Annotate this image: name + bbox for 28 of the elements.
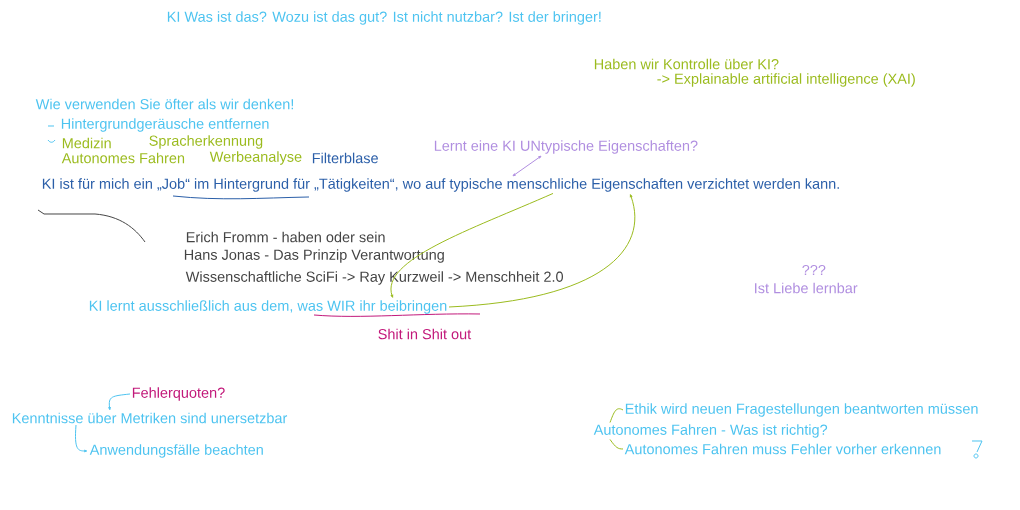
- note-text: Autonomes Fahren: [61, 152, 185, 164]
- note-text: Anwendungsfälle beachten: [89, 444, 263, 458]
- note-text: ???: [802, 264, 826, 276]
- note-text: Spracherkennung: [149, 135, 263, 149]
- note-text: Werbeanalyse: [209, 151, 302, 165]
- note-text: Wie verwenden Sie öfter als wir denken!: [35, 98, 294, 110]
- note-text: KI lernt ausschließlich aus dem, was WIR ihr beibringen: [89, 300, 447, 314]
- note-text: Shit in Shit out: [378, 328, 472, 340]
- note-text: Fehlerquoten?: [132, 387, 225, 401]
- note-text: -> Explainable artificial intelligence (XAI): [657, 73, 915, 87]
- title: KI Was ist das? Wozu ist das gut? Ist nicht nutzbar? Ist der bringer!: [167, 11, 601, 25]
- note-text: Erich Fromm - haben oder sein: [186, 231, 385, 243]
- note-text: Autonomes Fahren muss Fehler vorher erkennen: [624, 443, 941, 455]
- note-text: Ethik wird neuen Fragestellungen beantworten müssen: [625, 403, 978, 417]
- note-text: Haben wir Kontrolle über KI?: [594, 58, 779, 70]
- note-text: Lernt eine KI UNtypische Eigenschaften?: [434, 140, 698, 154]
- note-text: Medizin: [62, 137, 111, 149]
- note-text: Kenntnisse über Metriken sind unersetzbar: [12, 412, 288, 424]
- arrow: [512, 155, 542, 177]
- note-text: Hintergrundgeräusche entfernen: [61, 118, 269, 132]
- note-text: Filterblase: [312, 152, 378, 164]
- note-text: KI ist für mich ein „Job“ im Hintergrund für „Tätigkeiten“, wo auf typische menschliche Eigenschaften verzichtet werden kann.: [42, 178, 839, 192]
- arrow: [448, 194, 636, 308]
- note-text: Ist Liebe lernbar: [755, 282, 858, 294]
- arrow: [390, 192, 554, 298]
- arrow: [108, 393, 131, 411]
- arrow: [75, 424, 88, 453]
- note-text: Autonomes Fahren - Was ist richtig?: [593, 424, 828, 438]
